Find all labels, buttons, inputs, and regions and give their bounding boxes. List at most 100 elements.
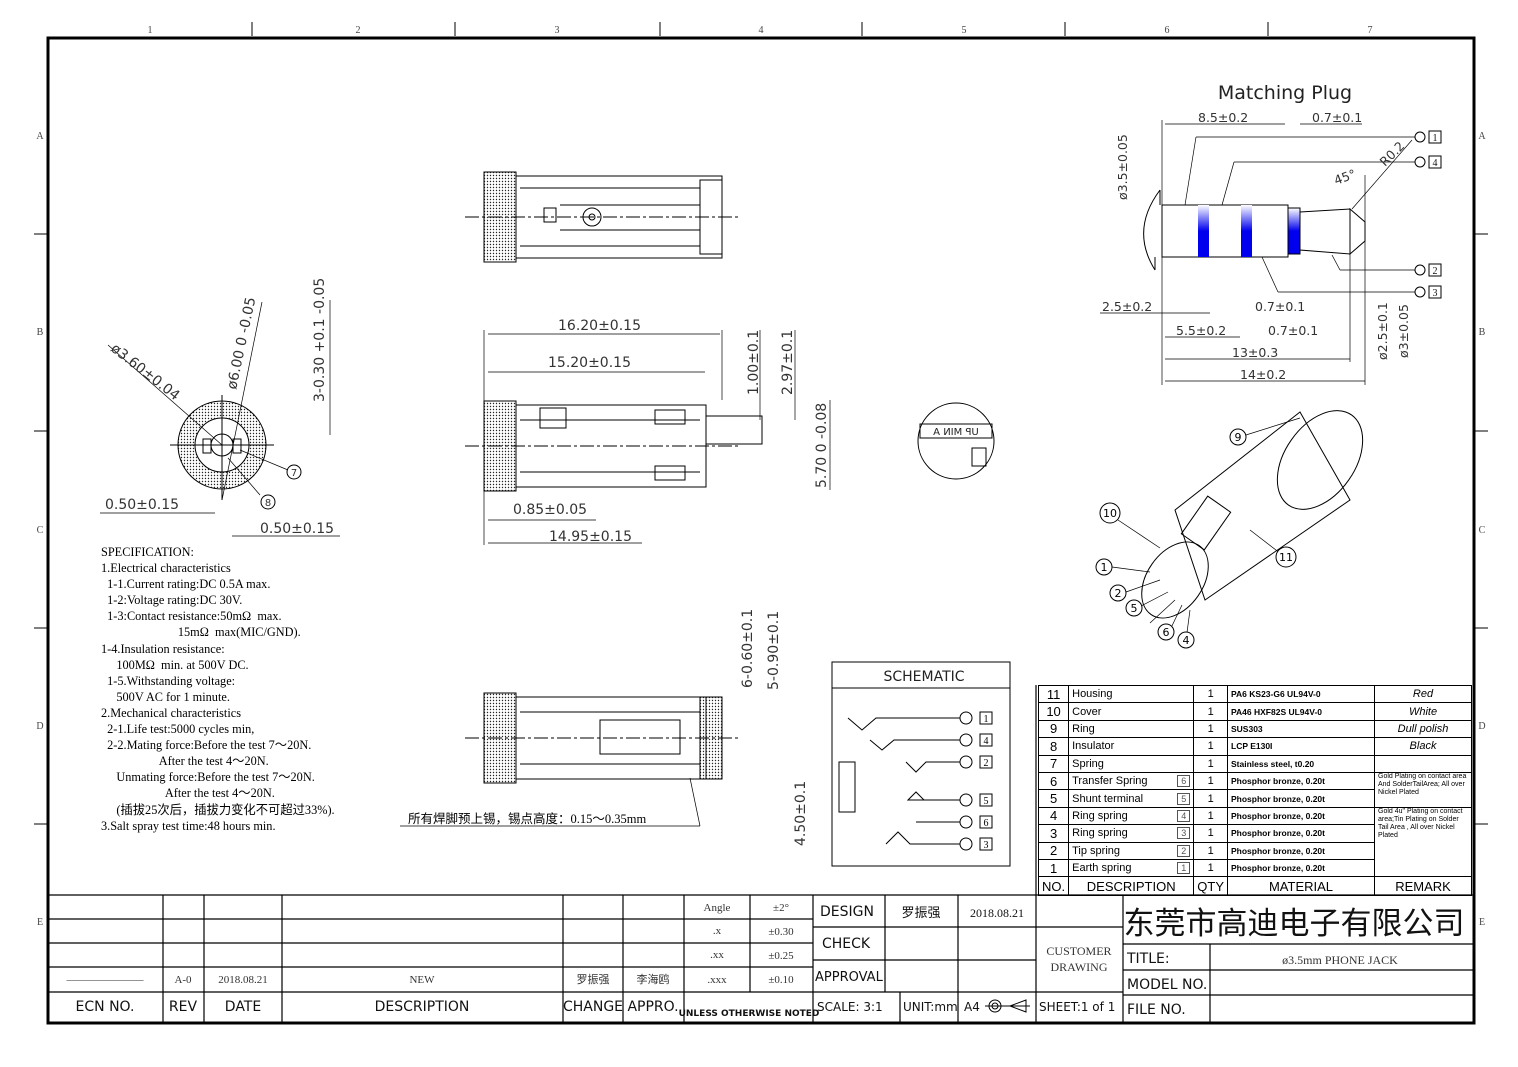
bom-no: 4 <box>1037 806 1070 826</box>
plug-dim-d3: ø3±0.05 <box>1396 304 1411 358</box>
spec-line: 3.Salt spray test time:48 hours min. <box>101 818 276 833</box>
sheet-frame <box>34 22 1488 1025</box>
plug-dim-8-5: 8.5±0.2 <box>1198 110 1248 125</box>
plug-pin-1: 1 <box>1433 133 1438 144</box>
rev-description: NEW <box>409 974 435 986</box>
bom-qty: 1 <box>1193 719 1228 739</box>
bom-header: MATERIAL <box>1227 876 1375 897</box>
bom-no: 7 <box>1037 754 1070 773</box>
iso-callout-11: 11 <box>1279 551 1293 564</box>
grid-row-e: E <box>37 917 43 928</box>
bom-qty: 1 <box>1193 737 1228 756</box>
bom-description: Spring <box>1068 754 1195 773</box>
bom-material: LCP E130I <box>1227 737 1375 756</box>
revision-block <box>48 685 1474 1022</box>
spec-line: 1.Electrical characteristics <box>101 561 231 576</box>
bom-desc-text: Tip spring <box>1072 844 1121 857</box>
dim-2-97: 2.97±0.1 <box>780 330 796 395</box>
schematic-pin-1: 1 <box>984 714 989 725</box>
spec-line: SPECIFICATION: <box>101 545 194 559</box>
dim-3-0-30: 3-0.30 +0.1 -0.05 <box>312 278 328 402</box>
bom-no: 8 <box>1037 737 1070 756</box>
company-name: 东莞市高迪电子有限公司 <box>1124 906 1465 942</box>
unit-label: UNIT:mm <box>903 1000 958 1014</box>
spec-line: 1-1.Current rating:DC 0.5A max. <box>101 577 271 592</box>
grid-col-4: 4 <box>759 25 764 36</box>
end-view-marking: UP MIN A <box>933 427 979 438</box>
bom-qty: 1 <box>1193 806 1228 826</box>
bom-material: Phosphor bronze, 0.20t <box>1227 789 1375 808</box>
dim-0-50-right: 0.50±0.15 <box>260 521 334 537</box>
bom-desc-text: Earth spring <box>1072 862 1132 875</box>
pin-box: 6 <box>1177 775 1191 788</box>
grid-row-c-right: C <box>1479 525 1486 536</box>
grid-col-6: 6 <box>1165 25 1170 36</box>
bom-no: 2 <box>1037 841 1070 860</box>
bom-remark: Black <box>1374 737 1472 756</box>
bom-description: Housing <box>1068 684 1195 704</box>
check-label: CHECK <box>822 936 871 952</box>
pin-box: 1 <box>1177 862 1191 875</box>
rev-ecn: ——————— <box>66 974 145 986</box>
plug-dim-45: 45° <box>1332 166 1358 188</box>
bom-material: Phosphor bronze, 0.20t <box>1227 824 1375 843</box>
spec-line: After the test 4～20N. <box>101 754 269 769</box>
dim-4-50: 4.50±0.1 <box>793 781 809 846</box>
bom-no: 9 <box>1037 719 1070 739</box>
plug-dim-0-7-low: 0.7±0.1 <box>1268 323 1318 338</box>
bom-material: Phosphor bronze, 0.20t <box>1227 806 1375 826</box>
pin-box: 3 <box>1177 827 1191 840</box>
schematic-pin-4: 4 <box>984 736 989 747</box>
jack-bottom-view <box>400 692 740 827</box>
iso-callout-1: 1 <box>1101 561 1108 574</box>
dim-3-60: ø3.60±0.04 <box>108 341 183 405</box>
bom-no: 6 <box>1037 771 1070 791</box>
bom-desc-text: Shunt terminal <box>1072 792 1144 805</box>
bom-description: Cover <box>1068 702 1195 721</box>
spec-line: 1-4.Insulation resistance: <box>101 641 225 656</box>
jack-top-view <box>465 171 740 263</box>
bom-desc-text: Spring <box>1072 757 1104 770</box>
bom-qty: 1 <box>1193 684 1228 704</box>
schematic-pin-2: 2 <box>984 758 989 769</box>
bom-description: Insulator <box>1068 737 1195 756</box>
matching-plug-title: Matching Plug <box>1218 82 1352 104</box>
spec-line: 1-3:Contact resistance:50mΩ max. <box>101 609 282 624</box>
iso-callout-2: 2 <box>1115 587 1122 600</box>
dim-16-20: 16.20±0.15 <box>558 318 641 334</box>
bom-qty: 1 <box>1193 771 1228 791</box>
matching-plug: Matching Plug 8.5± <box>1100 82 1442 385</box>
plug-dim-0-7-top: 0.7±0.1 <box>1312 110 1362 125</box>
grid-row-a: A <box>36 131 44 142</box>
plug-dim-2-5: 2.5±0.2 <box>1102 299 1152 314</box>
dim-1-00: 1.00±0.1 <box>746 330 762 395</box>
dim-6-0-60: 6-0.60±0.1 <box>740 609 756 688</box>
iso-callout-5: 5 <box>1131 602 1138 615</box>
schematic: SCHEMATIC 1 4 2 5 6 3 <box>831 661 1011 867</box>
tol-x-label: .x <box>713 925 722 937</box>
grid-labels: 1 2 3 4 5 6 7 A B C D E A B C D E <box>36 25 1486 928</box>
plug-pin-2: 2 <box>1433 266 1438 277</box>
jack-front-view <box>100 300 340 537</box>
dim-15-20: 15.20±0.15 <box>548 355 631 371</box>
rev-rev: A-0 <box>174 974 192 986</box>
bom-remark: White <box>1374 702 1472 721</box>
tol-angle-value: ±2° <box>773 902 789 914</box>
spec-line: 2-2.Mating force:Before the test 7～20N. <box>101 738 312 753</box>
hdr-date: DATE <box>225 999 261 1015</box>
design-name: 罗振强 <box>901 905 940 920</box>
iso-callout-9: 9 <box>1235 431 1242 444</box>
bom-material: Phosphor bronze, 0.20t <box>1227 841 1375 860</box>
specification-notes: SPECIFICATION: 1.Electrical characteristi… <box>101 544 335 834</box>
plug-pin-3: 3 <box>1433 288 1438 299</box>
spec-line: After the test 4～20N. <box>101 786 275 801</box>
